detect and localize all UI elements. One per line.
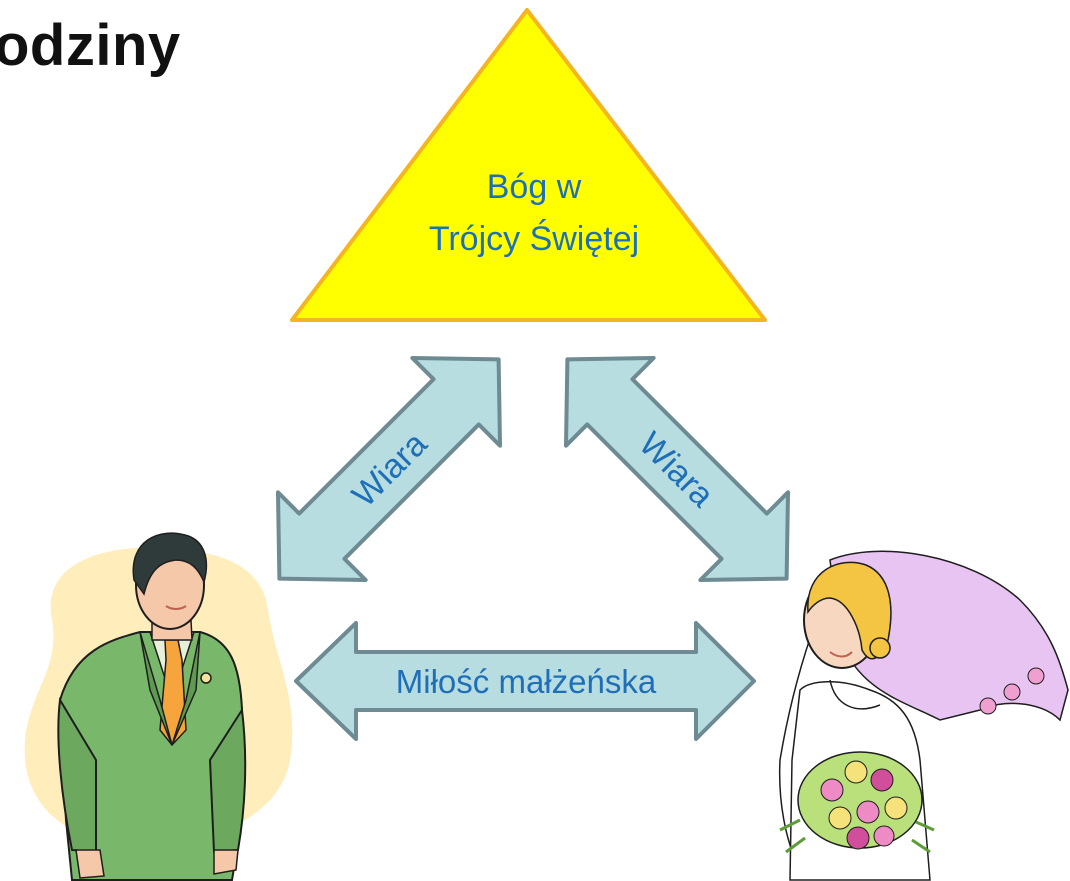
slide-title: odziny	[0, 13, 181, 78]
double-arrow-shape	[275, 355, 503, 583]
marital-love-arrow: Miłość małżeńska	[294, 621, 756, 741]
faith-arrow-right: Wiara	[563, 355, 791, 583]
double-arrow-shape	[294, 621, 756, 741]
trinity-triangle: Bóg w Trójcy Świętej	[290, 8, 767, 322]
triangle-label-line1: Bóg w	[487, 168, 582, 206]
bride-clipart-icon	[778, 550, 1069, 881]
faith-arrow-left: Wiara	[275, 355, 503, 583]
triangle-shape	[290, 8, 767, 322]
double-arrow-shape	[563, 355, 791, 583]
groom-clipart-icon	[24, 532, 293, 881]
triangle-label-line2: Trójcy Świętej	[429, 219, 639, 258]
marital-love-label: Miłość małżeńska	[396, 663, 657, 700]
